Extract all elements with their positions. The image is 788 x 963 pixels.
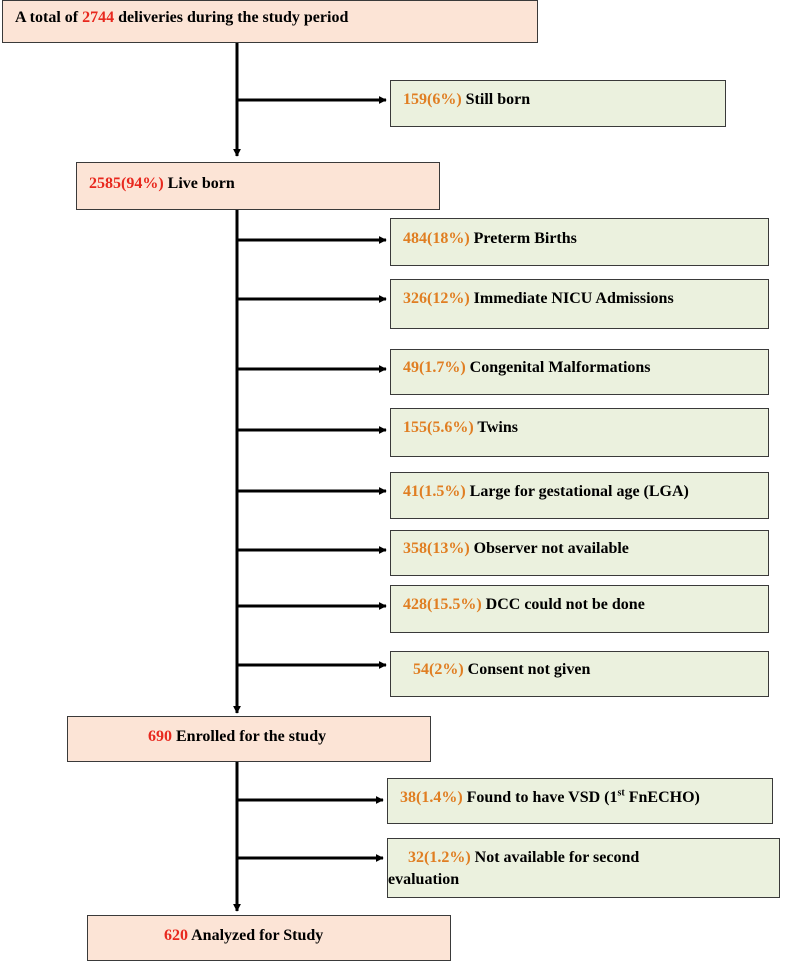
lga-label: Large for gestational age (LGA): [465, 483, 689, 500]
consent-number: 54(2%): [413, 661, 464, 678]
live-born-number: 2585(94%): [89, 175, 164, 192]
consent-label: Consent not given: [463, 661, 591, 678]
analyzed-label: Analyzed for Study: [188, 927, 324, 944]
enrolled-label: Enrolled for the study: [172, 728, 327, 745]
congenital-label: Congenital Malformations: [465, 359, 651, 376]
live-born-label: Live born: [163, 175, 235, 192]
vsd-number: 38(1.4%): [400, 789, 463, 806]
box-dcc-not-done: 428(15.5%) DCC could not be done: [390, 585, 769, 633]
vsd-superscript: st: [617, 787, 625, 799]
dcc-label: DCC could not be done: [481, 596, 645, 613]
box-consent-not-given: 54(2%) Consent not given: [390, 651, 769, 697]
box-congenital-malformations: 49(1.7%) Congenital Malformations: [390, 349, 769, 395]
box-twins: 155(5.6%) Twins: [390, 408, 769, 457]
vsd-label-post: FnECHO): [624, 789, 700, 806]
total-prefix: A total of: [15, 9, 83, 26]
dcc-number: 428(15.5%): [403, 596, 482, 613]
box-lga: 41(1.5%) Large for gestational age (LGA): [390, 472, 769, 519]
box-preterm-births: 484(18%) Preterm Births: [390, 218, 769, 266]
analyzed-number: 620: [164, 927, 188, 944]
box-observer-not-available: 358(13%) Observer not available: [390, 530, 769, 576]
second-eval-number: 32(1.2%): [408, 849, 471, 866]
still-born-number: 159(6%): [403, 91, 462, 108]
enrolled-number: 690: [148, 728, 172, 745]
nicu-number: 326(12%): [403, 290, 470, 307]
observer-number: 358(13%): [403, 540, 470, 557]
second-eval-line-1: 32(1.2%) Not available for second: [408, 847, 767, 869]
box-analyzed: 620 Analyzed for Study: [87, 915, 451, 961]
total-suffix: deliveries during the study period: [114, 9, 349, 26]
box-total-deliveries: A total of 2744 deliveries during the st…: [2, 0, 538, 43]
preterm-number: 484(18%): [403, 230, 470, 247]
nicu-label: Immediate NICU Admissions: [469, 290, 674, 307]
second-eval-line-2: evaluation: [388, 869, 767, 891]
box-still-born: 159(6%) Still born: [390, 80, 726, 127]
second-eval-label-1: Not available for second: [470, 849, 640, 866]
second-eval-label-2: evaluation: [388, 871, 460, 888]
box-live-born: 2585(94%) Live born: [76, 162, 440, 210]
box-nicu-admissions: 326(12%) Immediate NICU Admissions: [390, 279, 769, 329]
box-enrolled: 690 Enrolled for the study: [67, 716, 431, 762]
still-born-label: Still born: [461, 91, 531, 108]
congenital-number: 49(1.7%): [403, 359, 466, 376]
twins-number: 155(5.6%): [403, 419, 474, 436]
total-number: 2744: [82, 9, 115, 26]
twins-label: Twins: [473, 419, 518, 436]
lga-number: 41(1.5%): [403, 483, 466, 500]
box-second-evaluation: 32(1.2%) Not available for second evalua…: [387, 838, 780, 898]
observer-label: Observer not available: [469, 540, 629, 557]
preterm-label: Preterm Births: [469, 230, 577, 247]
vsd-label-pre: Found to have VSD (1: [462, 789, 618, 806]
box-vsd: 38(1.4%) Found to have VSD (1st FnECHO): [387, 778, 773, 824]
